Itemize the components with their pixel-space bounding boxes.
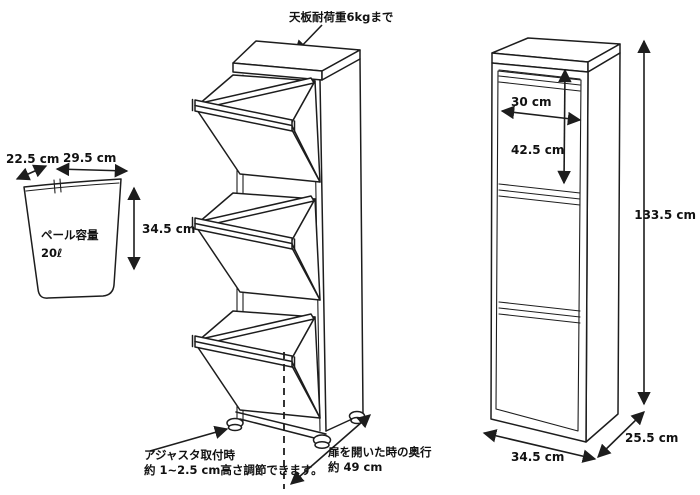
bucket-body (23, 178, 122, 299)
bin-bottom (191, 310, 321, 419)
bucket-drawing: 22.5 cm 29.5 cm 34.5 cm ペール容量 20ℓ (6, 151, 195, 299)
adjuster-arrow (149, 425, 229, 452)
bucket-rim-line (25, 182, 120, 192)
cabinet-right-back-edge (359, 58, 364, 415)
total-width-label: 34.5 cm (511, 450, 564, 464)
cabinet-right-front-edge (319, 79, 327, 432)
open-depth-note-line1: 扉を開いた時の奥行 (328, 445, 432, 459)
top-load-note: 天板耐荷重6kgまで (289, 10, 393, 24)
open-depth-arrow (289, 414, 372, 485)
bucket-handle-notch (53, 178, 62, 194)
total-height-label: 133.5 cm (634, 208, 696, 222)
opening-width-label: 30 cm (511, 95, 552, 109)
bin-middle (191, 192, 321, 301)
bucket-width-arrow (55, 162, 129, 178)
total-depth-arrow (597, 411, 645, 458)
bucket-capacity-label-line2: 20ℓ (41, 246, 62, 260)
opening-height-arrow (557, 68, 572, 185)
bin-top (191, 74, 321, 183)
door-handle-bar-3 (498, 301, 581, 324)
door-handle-bar-2 (498, 183, 581, 206)
adjuster-note-line2: 約 1~2.5 cm高さ調節できます。 (144, 463, 323, 477)
front-cabinet-side-panel (585, 52, 621, 443)
total-depth-label: 25.5 cm (625, 431, 678, 445)
open-cabinet-drawing: 天板耐荷重6kgまで アジャスタ取付時 約 1~2.5 cm高さ調節 (144, 10, 432, 489)
bucket-top-depth-label: 22.5 cm (6, 152, 59, 166)
opening-height-label: 42.5 cm (511, 143, 564, 157)
open-depth-note-line2: 約 49 cm (328, 460, 382, 474)
bucket-height-label: 34.5 cm (142, 222, 195, 236)
bucket-capacity-label-line1: ペール容量 (41, 228, 99, 242)
bucket-top-depth-arrow (15, 164, 48, 181)
front-cabinet-drawing: 30 cm 42.5 cm 133.5 cm 34.5 cm 25.5 cm (482, 37, 696, 464)
total-width-arrow (482, 429, 597, 463)
bucket-width-label: 29.5 cm (63, 151, 116, 165)
adjuster-feet (226, 410, 366, 449)
adjuster-note-line1: アジャスタ取付時 (144, 448, 235, 462)
